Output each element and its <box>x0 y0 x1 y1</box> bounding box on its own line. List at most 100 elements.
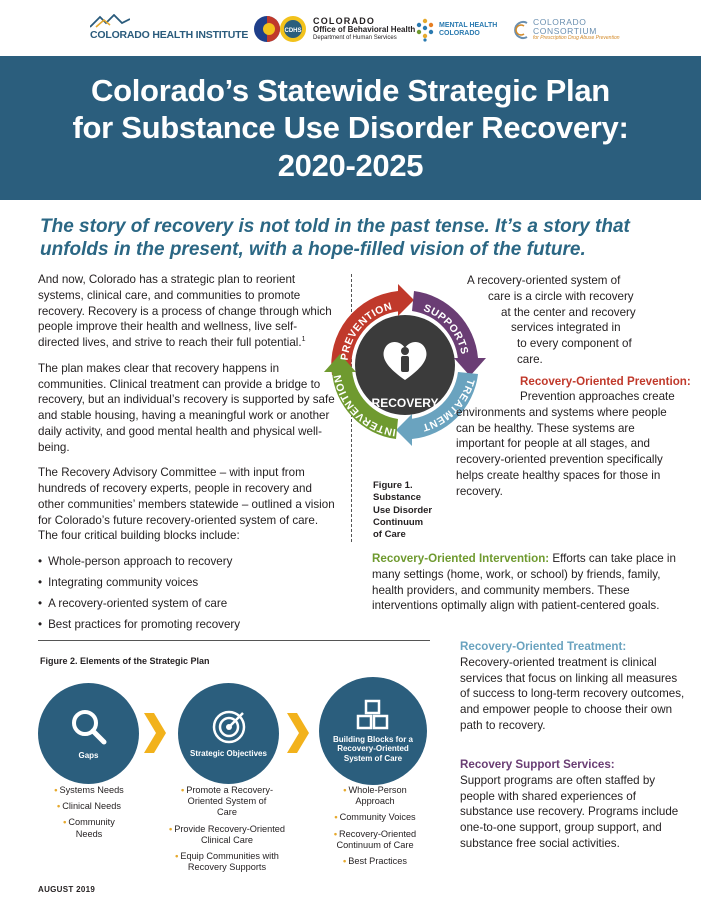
paragraph-communities: The plan makes clear that recovery happe… <box>38 361 335 454</box>
arrow-intervention <box>324 354 356 372</box>
intervention-section: Recovery-Oriented Intervention: Efforts … <box>372 551 682 614</box>
bullet-dot: • <box>180 785 185 795</box>
bullet-dot: • <box>343 785 347 795</box>
supports-heading: Recovery Support Services: <box>460 758 615 771</box>
intro-line: at the center and recovery <box>501 305 636 319</box>
obh-title: COLORADO <box>313 15 376 26</box>
figure-1-line: Use Disorder <box>373 504 433 516</box>
prevention-section: Recovery-Oriented Prevention: <box>456 374 701 390</box>
title-line-3: 2020-2025 <box>277 147 424 183</box>
footnote-ref: 1 <box>301 336 306 344</box>
wheel-segment-prevention <box>331 291 401 375</box>
cc-line2: CONSORTIUM <box>533 25 597 36</box>
paragraph-intro-text: And now, Colorado has a strategic plan t… <box>38 273 332 350</box>
chi-logo-text: COLORADO HEALTH INSTITUTE <box>90 29 249 41</box>
list-item: •Provide Recovery-Oriented Clinical Care <box>168 824 286 846</box>
arrow-supports <box>454 358 486 376</box>
mhc-line2: COLORADO <box>439 30 480 37</box>
list-item-text: Systems Needs <box>59 785 124 795</box>
list-item: •Clinical Needs <box>40 801 138 812</box>
prevention-text-block: Prevention approaches create environment… <box>456 389 680 499</box>
list-item: Best practices for promoting recovery <box>38 617 338 633</box>
intro-line: to every component of <box>517 337 632 351</box>
intro-line: care is a circle with recovery <box>488 289 634 303</box>
list-item: •Equip Communities with Recovery Support… <box>163 851 291 873</box>
supports-section: Recovery Support Services: Support progr… <box>460 757 690 852</box>
intervention-text: Efforts can take place in many settings … <box>372 552 676 613</box>
intro-line: care. <box>517 352 543 366</box>
list-item: Whole-person approach to recovery <box>38 554 338 570</box>
strategic-objectives-circle: Strategic Objectives <box>178 683 279 784</box>
chevron-right-icon <box>144 713 166 753</box>
mental-health-colorado-logo: MENTAL HEALTH COLORADO <box>415 18 497 42</box>
office-of-behavioral-health-logo: CDHS COLORADO Office of Behavioral Healt… <box>253 14 415 44</box>
gaps-list: •Systems Needs •Clinical Needs •Communit… <box>40 785 138 845</box>
building-blocks-list: Whole-person approach to recovery Integr… <box>38 554 338 632</box>
bullet-dot: • <box>334 812 338 823</box>
list-item: A recovery-oriented system of care <box>38 596 338 612</box>
supports-text: Support programs are often staffed by pe… <box>460 773 679 850</box>
arrow-treatment <box>396 414 412 446</box>
wheel-segment-intervention <box>332 370 398 439</box>
blocks-icon <box>356 699 389 729</box>
magnifier-icon <box>71 709 106 745</box>
title-line-2: for Substance Use Disorder Recovery: <box>72 110 629 146</box>
list-item: •Whole-Person Approach <box>335 785 415 807</box>
paragraph-committee: The Recovery Advisory Committee – with i… <box>38 466 335 543</box>
figure-1-line: of Care <box>373 529 406 541</box>
cdhs-badge-text: CDHS <box>284 28 301 34</box>
list-item: Integrating community voices <box>38 575 338 591</box>
treatment-section: Recovery-Oriented Treatment: Recovery-or… <box>460 639 690 734</box>
chevron-right-icon <box>287 713 309 753</box>
intervention-heading: Recovery-Oriented Intervention: <box>372 552 550 565</box>
dots-cluster-icon <box>416 18 434 42</box>
list-item: •Community Voices <box>318 812 432 823</box>
list-item-text: Whole-Person Approach <box>348 785 407 807</box>
list-item-text: Community Voices <box>339 812 416 823</box>
cc-line1: COLORADO <box>533 17 587 27</box>
prevention-text: Prevention approaches create environment… <box>456 390 675 498</box>
bullet-dot: • <box>54 785 58 795</box>
intro-line: services integrated in <box>511 321 621 335</box>
treatment-text: Recovery-oriented treatment is clinical … <box>460 655 685 732</box>
wheel-segment-supports <box>412 291 478 360</box>
system-intro: A recovery-oriented system of care is a … <box>467 273 697 368</box>
building-blocks-circle: Building Blocks for a Recovery-Oriented … <box>319 677 427 785</box>
recovery-wheel-diagram: RECOVERY PREVENTION SUPPORTS TREATMENT I… <box>324 284 486 446</box>
obh-subtitle: Office of Behavioral Health <box>313 25 416 35</box>
colorado-consortium-logo: COLORADO CONSORTIUM for Prescription Dru… <box>512 18 620 41</box>
figure-2-title: Figure 2. Elements of the Strategic Plan <box>40 656 210 666</box>
arrow-prevention <box>398 284 414 316</box>
bullet-dot: • <box>168 823 173 834</box>
bullet-dot: • <box>175 851 179 862</box>
list-item: •Recovery-Oriented Continuum of Care <box>323 829 427 851</box>
cc-tagline: for Prescription Drug Abuse Prevention <box>533 34 620 41</box>
tagline: The story of recovery is not told in the… <box>40 216 630 261</box>
wheel-segment-treatment <box>410 372 478 439</box>
list-item-text: Clinical Needs <box>62 801 121 812</box>
title-line-1: Colorado’s Statewide Strategic Plan <box>91 73 610 109</box>
mhc-line1: MENTAL HEALTH <box>439 21 498 29</box>
swirl-icon <box>514 20 528 39</box>
horizontal-divider <box>38 640 430 641</box>
list-item: •Best Practices <box>318 856 432 867</box>
treatment-heading: Recovery-Oriented Treatment: <box>460 640 627 653</box>
list-item-text: Equip Communities with Recovery Supports <box>180 851 279 873</box>
page-title: Colorado’s Statewide Strategic Plan for … <box>72 72 628 184</box>
bullet-dot: • <box>333 828 338 839</box>
list-item: •Systems Needs <box>40 785 138 796</box>
list-item-text: Recovery-Oriented Continuum of Care <box>336 828 417 850</box>
gaps-label: Gaps <box>78 750 99 760</box>
strategic-objectives-list: •Promote a Recovery-Oriented System of C… <box>163 785 291 879</box>
colorado-seal-icon: CDHS <box>254 16 306 42</box>
bullet-dot: • <box>343 856 347 867</box>
prevention-heading: Recovery-Oriented Prevention: <box>520 375 691 388</box>
list-item-text: Best Practices <box>348 856 407 867</box>
list-item-text: Community Needs <box>68 817 115 839</box>
building-blocks-items: •Whole-Person Approach •Community Voices… <box>318 785 432 872</box>
colorado-health-institute-logo: COLORADO HEALTH INSTITUTE <box>90 14 248 41</box>
target-icon <box>212 710 245 743</box>
bullet-dot: • <box>57 801 61 812</box>
publication-date: AUGUST 2019 <box>38 885 96 894</box>
strategic-objectives-label: Strategic Objectives <box>190 748 267 758</box>
